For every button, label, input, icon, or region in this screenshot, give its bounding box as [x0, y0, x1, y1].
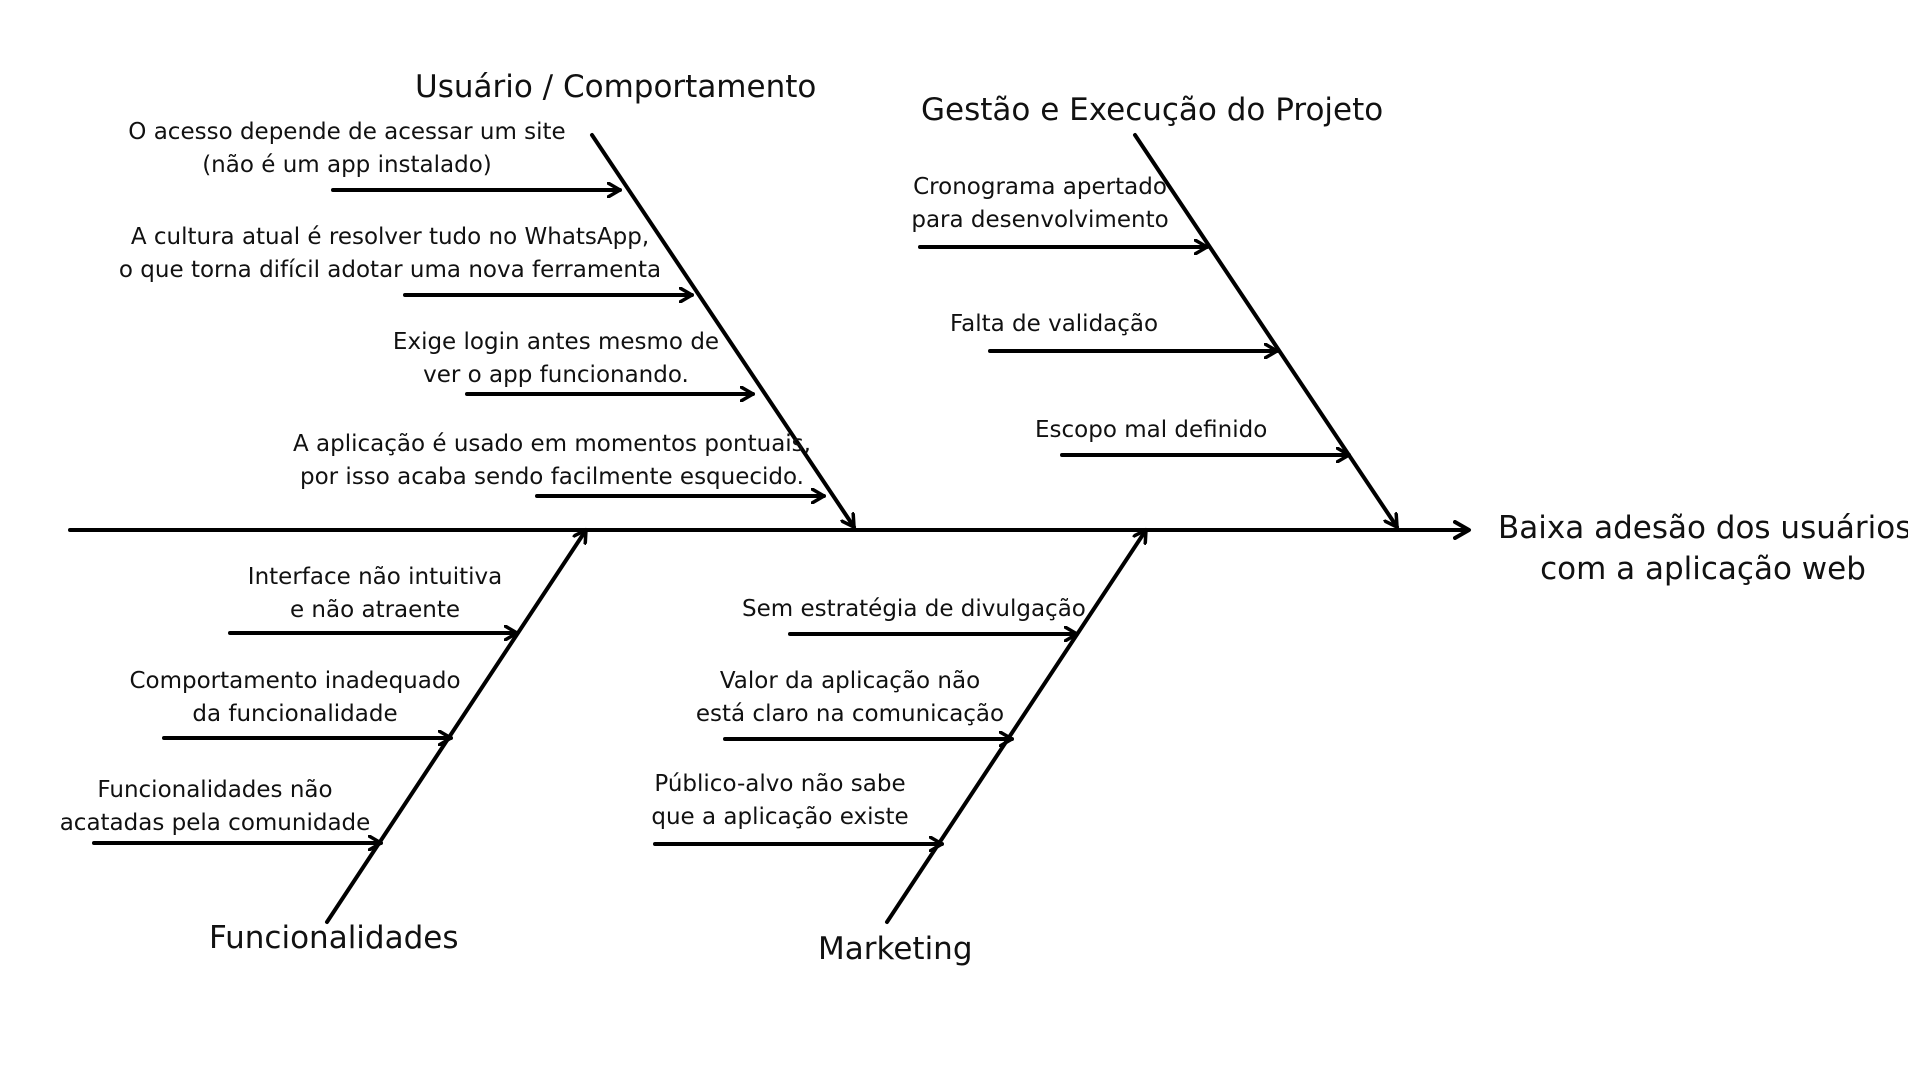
cause-funcionalidades-3: Funcionalidades não acatadas pela comuni…: [55, 774, 375, 840]
cause-marketing-3: Público-alvo não sabe que a aplicação ex…: [640, 768, 920, 834]
category-title-gestao: Gestão e Execução do Projeto: [921, 92, 1384, 128]
cause-line: Cronograma apertado: [913, 174, 1167, 200]
bone-marketing: [885, 528, 1148, 924]
cause-gestao-1: Cronograma apertado para desenvolvimento: [900, 171, 1180, 237]
cause-usuario-4: A aplicação é usado em momentos pontuais…: [282, 428, 822, 494]
cause-line: que a aplicação existe: [651, 804, 909, 830]
cause-line: Interface não intuitiva: [247, 564, 503, 590]
effect-line-1: Baixa adesão dos usuários: [1498, 510, 1908, 546]
cause-funcionalidades-2: Comportamento inadequado da funcionalida…: [120, 665, 470, 731]
cause-funcionalidades-1: Interface não intuitiva e não atraente: [230, 561, 520, 627]
cause-usuario-2: A cultura atual é resolver tudo no Whats…: [95, 221, 685, 287]
cause-line: A aplicação é usado em momentos pontuais…: [293, 431, 811, 457]
cause-line: Público-alvo não sabe: [654, 771, 906, 797]
category-title-funcionalidades: Funcionalidades: [209, 920, 459, 956]
cause-gestao-2: Falta de validação: [950, 308, 1158, 341]
cause-line: Funcionalidades não: [97, 777, 333, 803]
cause-line: o que torna difícil adotar uma nova ferr…: [118, 257, 662, 283]
cause-usuario-1: O acesso depende de acessar um site (não…: [107, 116, 587, 182]
bone-usuario: [590, 133, 856, 529]
bone-funcionalidades: [325, 528, 588, 924]
cause-line: por isso acaba sendo facilmente esquecid…: [299, 464, 804, 490]
bone-gestao: [1133, 133, 1399, 529]
cause-line: A cultura atual é resolver tudo no Whats…: [130, 224, 650, 250]
cause-usuario-3: Exige login antes mesmo de ver o app fun…: [376, 326, 736, 392]
cause-line: O acesso depende de acessar um site: [128, 119, 566, 145]
cause-line: Falta de validação: [950, 311, 1159, 337]
effect-label: Baixa adesão dos usuários com a aplicaçã…: [1498, 508, 1908, 590]
cause-line: da funcionalidade: [192, 701, 398, 727]
category-title-usuario: Usuário / Comportamento: [415, 69, 817, 105]
cause-line: está claro na comunicação: [695, 701, 1005, 727]
effect-line-2: com a aplicação web: [1540, 551, 1866, 587]
cause-line: Valor da aplicação não: [719, 668, 981, 694]
cause-gestao-3: Escopo mal definido: [1035, 414, 1267, 447]
cause-line: acatadas pela comunidade: [59, 810, 371, 836]
cause-line: Escopo mal definido: [1035, 417, 1268, 443]
cause-line: (não é um app instalado): [202, 152, 492, 178]
cause-marketing-1: Sem estratégia de divulgação: [742, 593, 1086, 626]
cause-line: para desenvolvimento: [911, 207, 1169, 233]
cause-line: ver o app funcionando.: [423, 362, 689, 388]
category-title-marketing: Marketing: [818, 931, 973, 967]
cause-line: Comportamento inadequado: [129, 668, 461, 694]
cause-line: Exige login antes mesmo de: [392, 329, 720, 355]
cause-line: e não atraente: [289, 597, 461, 623]
cause-marketing-2: Valor da aplicação não está claro na com…: [690, 665, 1010, 731]
cause-line: Sem estratégia de divulgação: [742, 596, 1086, 622]
